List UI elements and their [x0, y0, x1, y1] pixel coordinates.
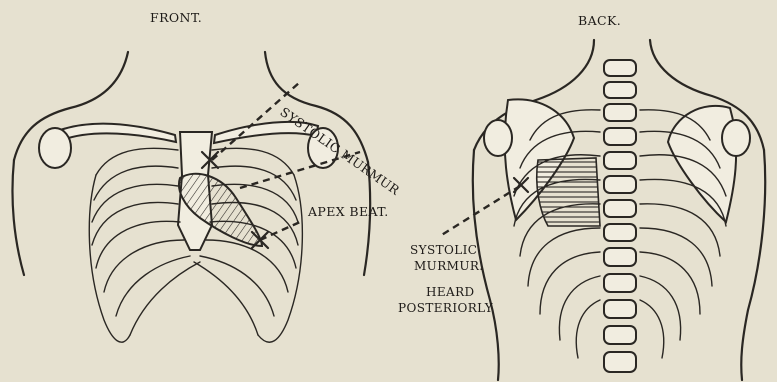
back-murmur-leader [440, 186, 520, 236]
back-spine [604, 60, 636, 372]
back-note-line-2: MURMUR. [414, 260, 484, 273]
back-title: BACK. [578, 13, 621, 28]
apex-beat-label: APEX BEAT. [308, 204, 389, 219]
back-right-scapula [668, 106, 736, 222]
front-title: FRONT. [150, 10, 202, 25]
back-right-side-outline [741, 150, 765, 380]
back-note-line-3: HEARD [426, 286, 475, 299]
back-right-shoulder-joint [722, 120, 750, 156]
back-murmur-hatched-area [537, 158, 600, 226]
back-note-line-4: POSTERIORLY [398, 302, 493, 315]
back-note-line-1: SYSTOLIC [410, 244, 477, 257]
back-left-shoulder-joint [484, 120, 512, 156]
